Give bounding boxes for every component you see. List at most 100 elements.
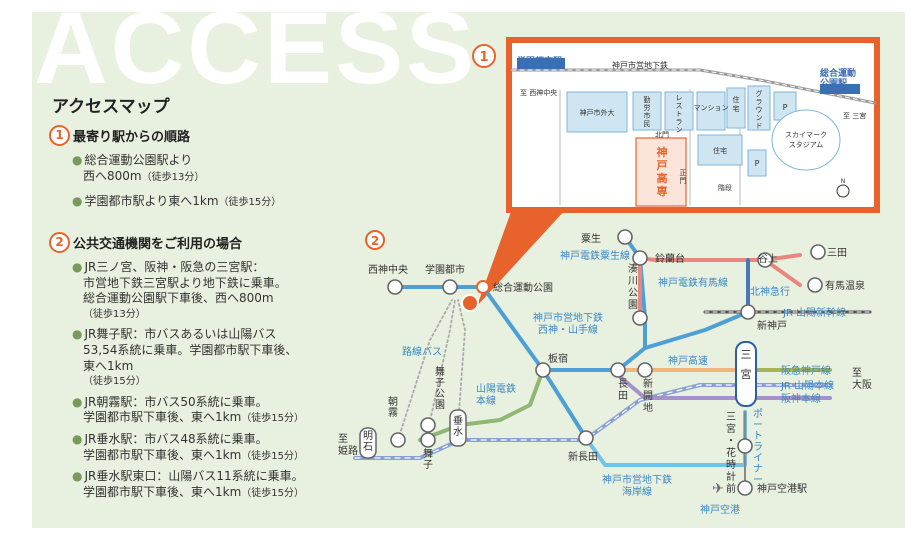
inset-stadium-label: スカイマークスタジアム bbox=[785, 131, 827, 149]
station-aoi bbox=[617, 229, 633, 245]
station-nagata bbox=[610, 362, 626, 378]
svg-text:ラ: ラ bbox=[756, 98, 763, 106]
svg-text:新: 新 bbox=[643, 377, 653, 390]
svg-text:戸: 戸 bbox=[657, 159, 668, 172]
line-label-sanyo: 山陽電鉄本線 bbox=[476, 382, 516, 407]
station-label: 有馬温泉 bbox=[825, 279, 865, 292]
line-label-airport: 神戸空港 bbox=[700, 503, 740, 516]
bus-route bbox=[427, 299, 456, 431]
list-item: ●総合運動公園駅より 西へ800m（徒歩13分） bbox=[72, 153, 205, 183]
station-label: 三田 bbox=[827, 248, 847, 259]
station-label: 新長田 bbox=[568, 450, 598, 463]
line-sanyo bbox=[418, 368, 545, 442]
inset-block-label: マンション bbox=[694, 104, 729, 112]
inset-block bbox=[726, 87, 746, 129]
svg-text:水: 水 bbox=[453, 426, 463, 438]
station-arima bbox=[807, 277, 823, 293]
line-hanshin bbox=[610, 368, 832, 400]
svg-text:神: 神 bbox=[657, 145, 668, 159]
station-label: 西神中央 bbox=[368, 263, 408, 276]
inset-station-left-label: 学園都市駅 bbox=[517, 55, 563, 67]
inset-block bbox=[747, 85, 771, 131]
svg-text:ン: ン bbox=[676, 126, 683, 134]
svg-text:レ: レ bbox=[676, 94, 683, 102]
list-item: ●JR三ノ宮、阪神・阪急の三宮駅：市営地下鉄三宮駅より地下鉄に乗車。総合運動公園… bbox=[72, 260, 287, 320]
inset-badge: 1 bbox=[479, 50, 488, 65]
line-label-ao: 神戸電鉄粟生線 bbox=[560, 249, 630, 262]
svg-text:舞: 舞 bbox=[435, 366, 445, 378]
svg-text:開: 開 bbox=[643, 390, 653, 402]
line-label-hokushin: 北神急行 bbox=[750, 285, 790, 298]
station-label: 新神戸 bbox=[757, 319, 787, 332]
svg-text:ポ: ポ bbox=[753, 408, 763, 420]
line-label-jr: JR 山陽本線 bbox=[780, 379, 834, 392]
sannomiya-station-box bbox=[735, 341, 757, 407]
svg-text:公: 公 bbox=[628, 288, 638, 299]
svg-text:正: 正 bbox=[680, 169, 687, 177]
line-label-arima: 神戸電鉄有馬線 bbox=[658, 276, 728, 289]
svg-text:ラ: ラ bbox=[753, 441, 763, 453]
station-label: 谷上 bbox=[758, 253, 778, 265]
svg-text:ー: ー bbox=[753, 420, 763, 431]
page-title: アクセスマップ bbox=[52, 97, 170, 117]
svg-text:石: 石 bbox=[363, 442, 373, 453]
line-label-hankyu: 阪急神戸線 bbox=[781, 364, 831, 377]
svg-text:宮: 宮 bbox=[741, 367, 752, 381]
svg-text:子: 子 bbox=[423, 459, 433, 471]
list-item: ●JR朝霧駅：市バス50系統に乗車。学園都市駅下車後、東へ1km（徒歩15分） bbox=[72, 394, 305, 425]
inset-block-label: 住宅 bbox=[733, 95, 740, 113]
svg-text:川: 川 bbox=[628, 276, 638, 287]
svg-text:・: ・ bbox=[726, 436, 736, 447]
compass-icon bbox=[836, 184, 850, 198]
svg-text:勤: 勤 bbox=[644, 95, 651, 104]
svg-text:ト: ト bbox=[676, 110, 683, 118]
inset-west-label: 至 西神中央 bbox=[520, 88, 557, 97]
station-label: 総合運動公園 bbox=[493, 281, 553, 294]
to-osaka-label: 至大阪 bbox=[852, 367, 872, 391]
line-label-kaigan: 神戸市営地下鉄海岸線 bbox=[602, 473, 672, 498]
svg-text:園: 園 bbox=[628, 299, 638, 311]
line-label-seishin: 神戸市営地下鉄西神・山手線 bbox=[533, 311, 603, 336]
station-tarumi-box bbox=[449, 409, 467, 447]
svg-text:高: 高 bbox=[657, 171, 668, 185]
svg-text:ナ: ナ bbox=[753, 463, 763, 475]
station-shinnagata bbox=[578, 430, 594, 446]
svg-text:門: 門 bbox=[680, 177, 687, 185]
station-maiko-koen bbox=[420, 417, 436, 433]
svg-text:民: 民 bbox=[644, 120, 651, 128]
line-label-shinkansen: JR 山陽新幹線 bbox=[782, 306, 846, 319]
station-seishin bbox=[387, 279, 403, 295]
bus-route bbox=[397, 299, 453, 441]
svg-text:三: 三 bbox=[741, 348, 752, 361]
route-badge-circle bbox=[365, 230, 385, 250]
inset-block bbox=[696, 91, 726, 131]
svg-text:ン: ン bbox=[756, 114, 763, 122]
svg-text:長: 長 bbox=[618, 378, 628, 390]
svg-text:花: 花 bbox=[726, 446, 736, 459]
station-itayado bbox=[535, 362, 551, 378]
station-tanigami bbox=[757, 252, 773, 268]
section2-heading: 2 公共交通機関をご利用の場合 bbox=[49, 232, 242, 253]
inset-badge-circle bbox=[472, 44, 496, 68]
station-label: 垂水 bbox=[453, 415, 463, 438]
station-shinkaichi bbox=[637, 362, 653, 378]
svg-text:イ: イ bbox=[753, 453, 763, 464]
svg-text:住: 住 bbox=[733, 95, 740, 104]
svg-text:園: 園 bbox=[435, 399, 445, 411]
svg-text:地: 地 bbox=[643, 401, 653, 414]
section1-title: 最寄り駅からの順路 bbox=[73, 130, 191, 145]
station-label: 板宿 bbox=[548, 352, 568, 365]
access-watermark: ACCESS bbox=[34, 12, 478, 105]
inset-block-label: P bbox=[783, 103, 788, 112]
svg-text:明: 明 bbox=[363, 430, 373, 442]
svg-text:ウ: ウ bbox=[756, 106, 763, 114]
bus-route bbox=[457, 299, 466, 426]
compass-north-label: N bbox=[841, 178, 846, 185]
inset-block-label: 住宅 bbox=[713, 146, 727, 155]
